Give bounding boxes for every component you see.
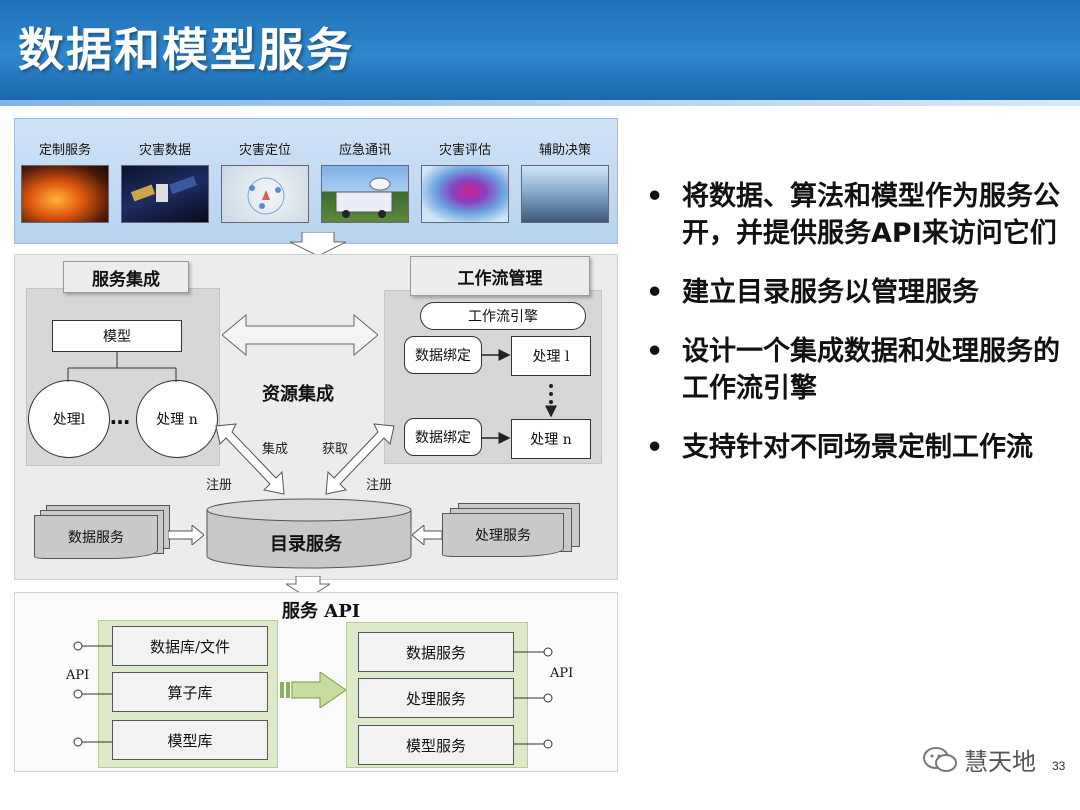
bullet-text: 建立目录服务以管理服务 xyxy=(682,277,979,308)
api-left-label: API xyxy=(66,668,89,683)
page-number: 33 xyxy=(1052,759,1065,773)
services-strip: 定制服务 灾害数据 灾害定位 应急通讯 xyxy=(14,118,618,244)
api-right-connectors xyxy=(512,626,562,766)
data-services-doc: 数据服务 xyxy=(34,515,158,559)
service-decision-support: 辅助决策 xyxy=(517,119,613,229)
api-left-item-operators: 算子库 xyxy=(112,672,268,712)
register-left-label: 注册 xyxy=(206,474,232,493)
bullet-item: • 设计一个集成数据和处理服务的工作流引擎 xyxy=(640,333,1060,407)
bullet-item: • 将数据、算法和模型作为服务公开，并提供服务API来访问它们 xyxy=(640,178,1060,252)
resource-double-arrow-icon xyxy=(222,313,378,357)
bullet-dot-icon: • xyxy=(646,274,663,311)
bullet-text: 设计一个集成数据和处理服务的工作流引擎 xyxy=(682,336,1060,404)
bullet-text: 将数据、算法和模型作为服务公开，并提供服务API来访问它们 xyxy=(682,181,1060,249)
bullet-dot-icon: • xyxy=(646,178,663,215)
processing-services-doc: 处理服务 xyxy=(442,513,564,557)
service-disaster-assessment: 灾害评估 xyxy=(417,119,513,229)
satellite-photo-icon xyxy=(121,165,209,223)
slide-title: 数据和模型服务 xyxy=(18,14,354,80)
fire-photo-icon xyxy=(21,165,109,223)
wechat-icon xyxy=(922,745,958,775)
workflow-connectors xyxy=(384,290,602,464)
acquire-label: 获取 xyxy=(322,438,348,457)
data-to-catalog-arrow-icon xyxy=(168,525,204,545)
processing-to-catalog-arrow-icon xyxy=(412,525,442,545)
header-stripe xyxy=(0,100,1080,106)
service-label: 应急通讯 xyxy=(317,139,413,158)
service-label: 灾害数据 xyxy=(117,139,213,158)
api-left-item-database: 数据库/文件 xyxy=(112,626,268,666)
service-label: 辅助决策 xyxy=(517,139,613,158)
service-emergency-comm: 应急通讯 xyxy=(317,119,413,229)
watermark-text: 慧天地 xyxy=(964,742,1036,777)
heatmap-photo-icon xyxy=(421,165,509,223)
catalog-label: 目录服务 xyxy=(270,530,342,556)
service-disaster-location: 灾害定位 xyxy=(217,119,313,229)
down-arrow-icon xyxy=(290,232,346,256)
api-right-item-model: 模型服务 xyxy=(358,725,514,765)
bullet-dot-icon: • xyxy=(646,333,663,370)
service-custom: 定制服务 xyxy=(17,119,113,229)
integrate-label: 集成 xyxy=(262,438,288,457)
watermark: 慧天地 xyxy=(922,742,1036,777)
control-room-photo-icon xyxy=(521,165,609,223)
api-left-connectors xyxy=(60,620,116,770)
bullet-item: • 支持针对不同场景定制工作流 xyxy=(640,429,1060,466)
map-photo-icon xyxy=(221,165,309,223)
bullet-item: • 建立目录服务以管理服务 xyxy=(640,274,1060,311)
register-right-label: 注册 xyxy=(366,474,392,493)
bullet-list: • 将数据、算法和模型作为服务公开，并提供服务API来访问它们 • 建立目录服务… xyxy=(640,178,1060,488)
truck-photo-icon xyxy=(321,165,409,223)
service-label: 灾害定位 xyxy=(217,139,313,158)
service-label: 灾害评估 xyxy=(417,139,513,158)
service-disaster-data: 灾害数据 xyxy=(117,119,213,229)
api-right-label: API xyxy=(550,666,573,681)
api-right-item-data: 数据服务 xyxy=(358,632,514,672)
resource-integration-label: 资源集成 xyxy=(262,380,334,406)
bullet-dot-icon: • xyxy=(646,429,663,466)
api-transform-arrow-icon xyxy=(280,672,346,708)
api-section-title: 服务 API xyxy=(282,597,360,623)
service-label: 定制服务 xyxy=(17,139,113,158)
api-left-item-models: 模型库 xyxy=(112,720,268,760)
bullet-text: 支持针对不同场景定制工作流 xyxy=(682,432,1033,463)
api-right-item-processing: 处理服务 xyxy=(358,678,514,718)
service-integration-connectors xyxy=(26,288,220,466)
